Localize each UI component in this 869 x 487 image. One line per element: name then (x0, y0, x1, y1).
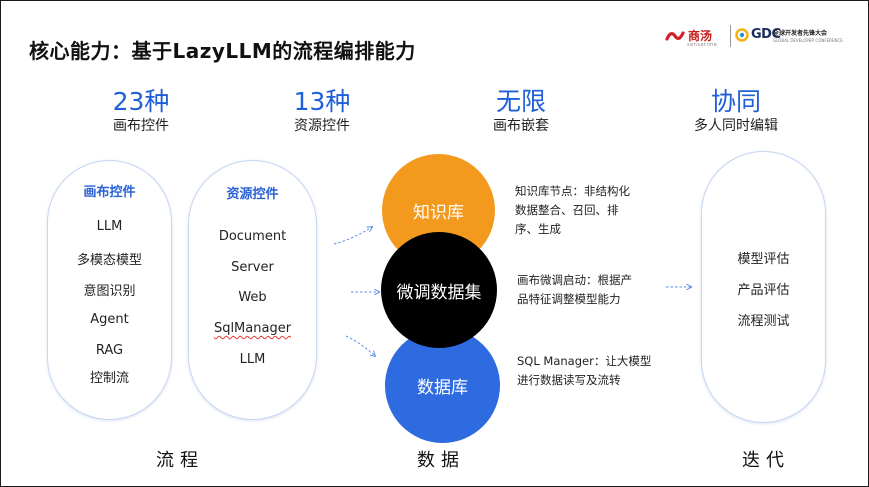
list-item: SqlManager (189, 321, 316, 336)
stat-canvas-nesting: 无限 画布嵌套 (476, 87, 566, 135)
stat-label: 画布嵌套 (493, 118, 549, 134)
list-item: LLM (96, 219, 123, 234)
flow-label: 流程 (156, 450, 204, 471)
list-item: Web (238, 290, 267, 305)
finetune-dataset-circle: 微调数据集 (381, 232, 497, 348)
arrow-to-database (345, 335, 375, 356)
stat-label: 资源控件 (294, 118, 350, 134)
desc-line: 数据整合、召回、排 (515, 203, 619, 217)
desc-line: 品特征调整模型能力 (517, 292, 621, 306)
canvas-controls-panel: 画布控件 LLM 多模态模型 意图识别 Agent RAG 控制流 (47, 160, 172, 420)
sensetime-logo-text: 商汤 (688, 29, 713, 43)
gdc-logo: GDC 全球开发者先锋大会 GLOBAL DEVELOPER CONFERENC… (735, 27, 843, 43)
desc-line: SQL Manager：让大模型 (517, 354, 652, 368)
list-item: 模型评估 (737, 252, 790, 267)
desc-line: 画布微调启动：根据产 (517, 273, 632, 287)
stat-label: 多人同时编辑 (694, 118, 778, 134)
stat-number: 23种 (112, 87, 170, 116)
stat-resource-controls: 13种 资源控件 (272, 87, 372, 135)
stat-collaboration: 协同 多人同时编辑 (681, 87, 791, 135)
list-item: 流程测试 (737, 314, 790, 329)
data-label: 数据 (417, 450, 465, 471)
sensetime-logo-sub: sensetime (687, 42, 718, 48)
iterate-panel: 模型评估 产品评估 流程测试 (701, 151, 826, 423)
desc-line: 序、生成 (515, 222, 561, 236)
arrow-to-knowledge (333, 227, 372, 245)
stat-number: 13种 (293, 87, 351, 116)
list-item: Document (218, 229, 287, 244)
resource-controls-panel: 资源控件 Document Server Web SqlManager LLM (188, 160, 317, 420)
canvas-controls-header: 画布控件 (83, 185, 136, 200)
list-item: Server (231, 260, 274, 275)
stat-number: 无限 (495, 87, 546, 116)
stat-canvas-controls: 23种 画布控件 (96, 87, 186, 135)
stat-label: 画布控件 (113, 118, 169, 134)
list-item: 产品评估 (737, 283, 790, 298)
sensetime-icon (665, 30, 685, 41)
database-description: SQL Manager：让大模型 进行数据读写及流转 (517, 352, 651, 390)
sensetime-logo: 商汤 sensetime (665, 27, 717, 48)
desc-line: 进行数据读写及流转 (517, 373, 621, 387)
list-item: LLM (239, 352, 266, 367)
gdc-logo-text: GDC (751, 27, 781, 42)
list-item: 意图识别 (83, 284, 136, 299)
list-item: 多模态模型 (76, 253, 142, 268)
iterate-label: 迭代 (742, 450, 790, 471)
list-item-text: SqlManager (213, 321, 292, 336)
stat-number: 协同 (710, 87, 761, 116)
list-item: RAG (95, 343, 124, 358)
list-item: Agent (90, 312, 129, 327)
gdc-icon (735, 27, 749, 42)
list-item: 控制流 (89, 371, 129, 386)
page-title: 核心能力：基于LazyLLM的流程编排能力 (29, 39, 416, 63)
finetune-description: 画布微调启动：根据产 品特征调整模型能力 (517, 271, 632, 309)
desc-line: 知识库节点：非结构化 (515, 184, 630, 198)
gdc-logo-cn: 全球开发者先锋大会 (773, 30, 828, 37)
gdc-logo-en: GLOBAL DEVELOPER CONFERENCE (773, 38, 843, 43)
logo-divider (730, 25, 731, 47)
resource-controls-header: 资源控件 (226, 187, 279, 202)
knowledge-description: 知识库节点：非结构化 数据整合、召回、排 序、生成 (515, 182, 630, 239)
